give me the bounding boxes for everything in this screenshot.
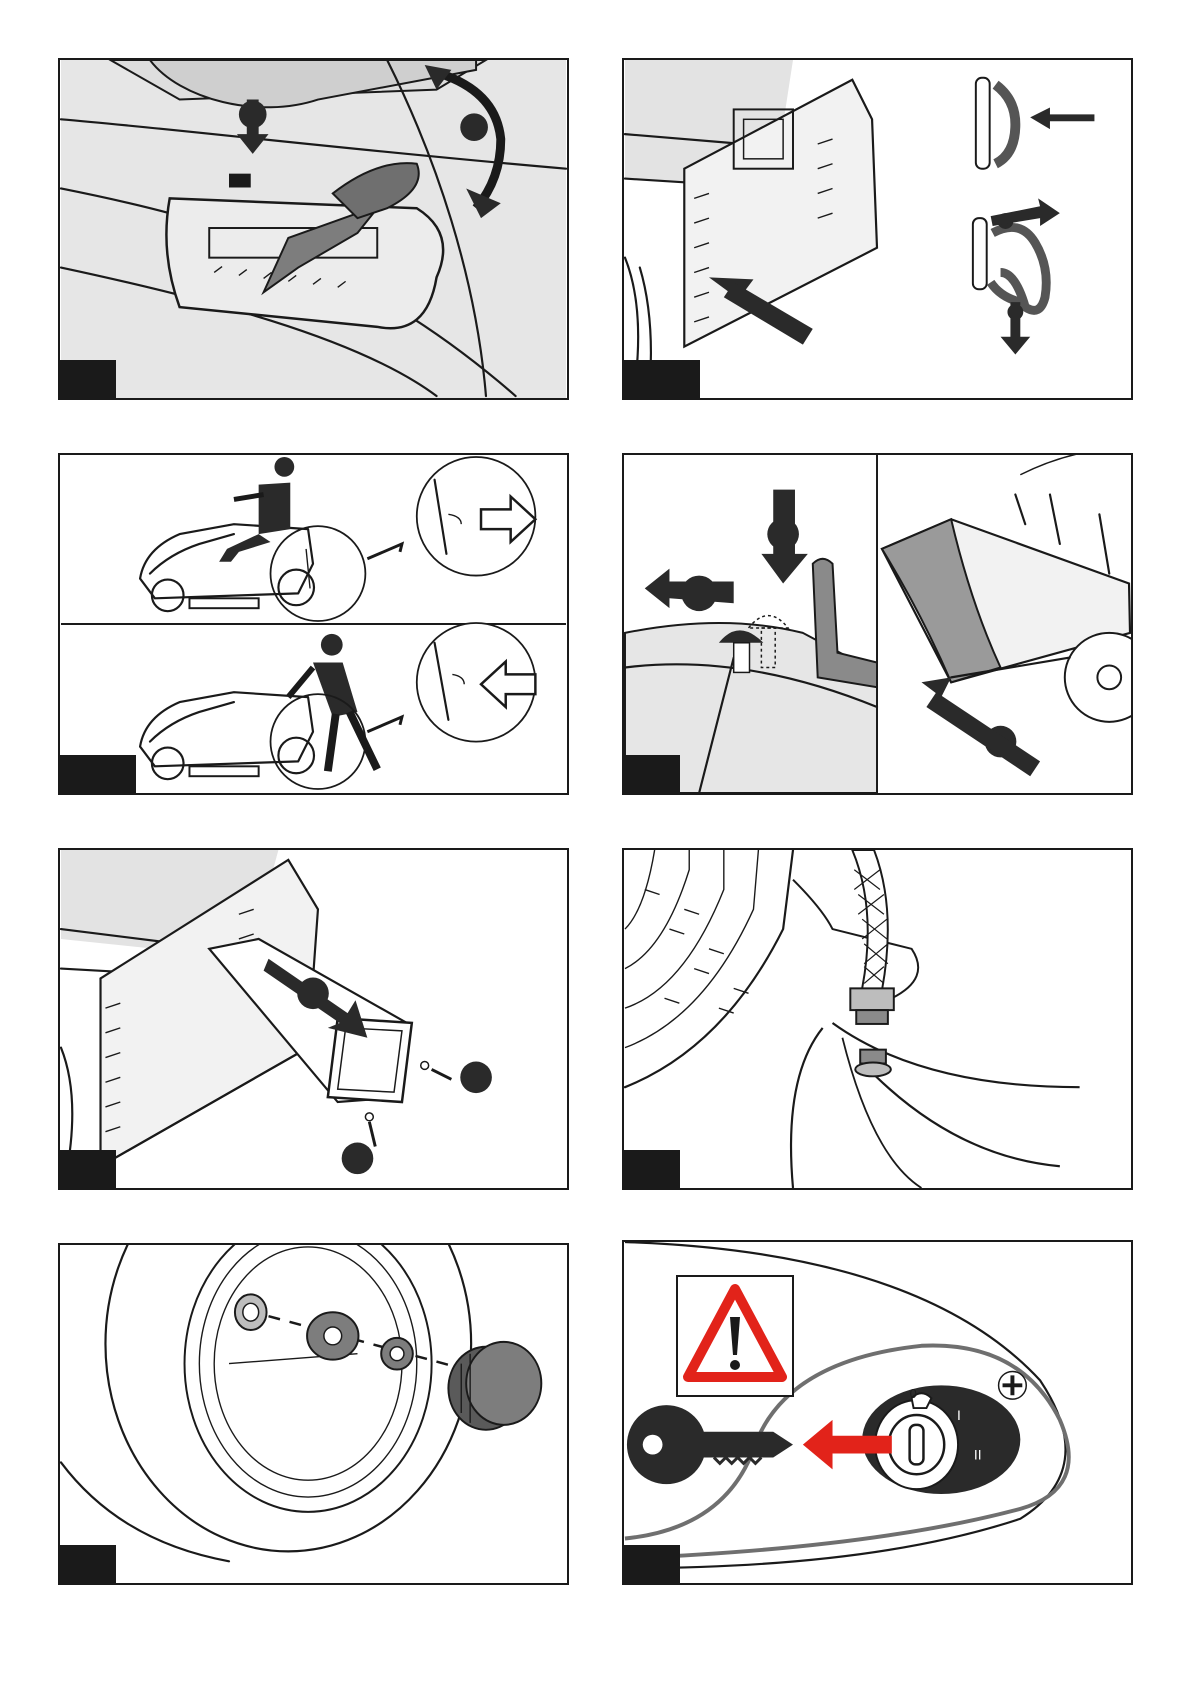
clip-icon [381,1338,413,1370]
axle-icon [235,1294,267,1330]
rider-icon [219,457,294,562]
ignition-position-0: 0 [910,1386,917,1401]
ignition-position-2: II [974,1446,982,1462]
chute-fitting-illustration [60,850,567,1188]
figure-8-number-tab [624,1545,680,1583]
figure-8-ignition-key: 0 I II [622,1240,1133,1585]
hand-icon [1020,455,1099,475]
figure-3-number-tab [60,755,136,793]
left-arrow-icon [645,569,734,611]
washer-icon [307,1312,358,1359]
wheel-hub-illustration [60,1245,567,1583]
down-arrow-icon [761,490,807,584]
figure-7-number-tab [60,1545,116,1583]
rear-plate-illustration [624,60,1131,398]
figure-1-height-lever [58,58,569,400]
figure-6-number-tab [624,1150,680,1188]
tool-symbol-icon [999,1371,1027,1399]
figure-6-hose-connector [622,848,1133,1190]
height-lever-illustration [60,60,567,398]
switch-icon [229,174,251,188]
pin-collector-illustration [624,455,1131,793]
left-arrow-icon [1030,107,1094,129]
screw-icon [342,1113,376,1174]
hub-cap-icon [448,1342,541,1430]
ignition-position-1: I [957,1407,961,1423]
connector-icon [850,988,893,1010]
screw-icon [421,1061,492,1093]
warning-triangle-icon [678,1277,792,1395]
figure-1-number-tab [60,360,116,398]
figure-5-chute-fitting [58,848,569,1190]
hook-icon [976,78,1016,169]
figure-7-wheel-hub [58,1243,569,1585]
hose-icon [852,850,888,990]
warning-sign-box [676,1275,794,1397]
figure-2-number-tab [624,360,700,398]
figure-3-tractor-modes [58,453,569,795]
hose-connector-illustration [624,850,1131,1188]
figure-4-pin-and-collector [622,453,1133,795]
diagonal-arrow-icon [921,677,1040,776]
hook-icon [973,218,1046,310]
figure-5-number-tab [60,1150,116,1188]
tractor-modes-illustration [60,455,567,793]
figure-4-number-tab [624,755,680,793]
figure-2-rear-plate [622,58,1133,400]
